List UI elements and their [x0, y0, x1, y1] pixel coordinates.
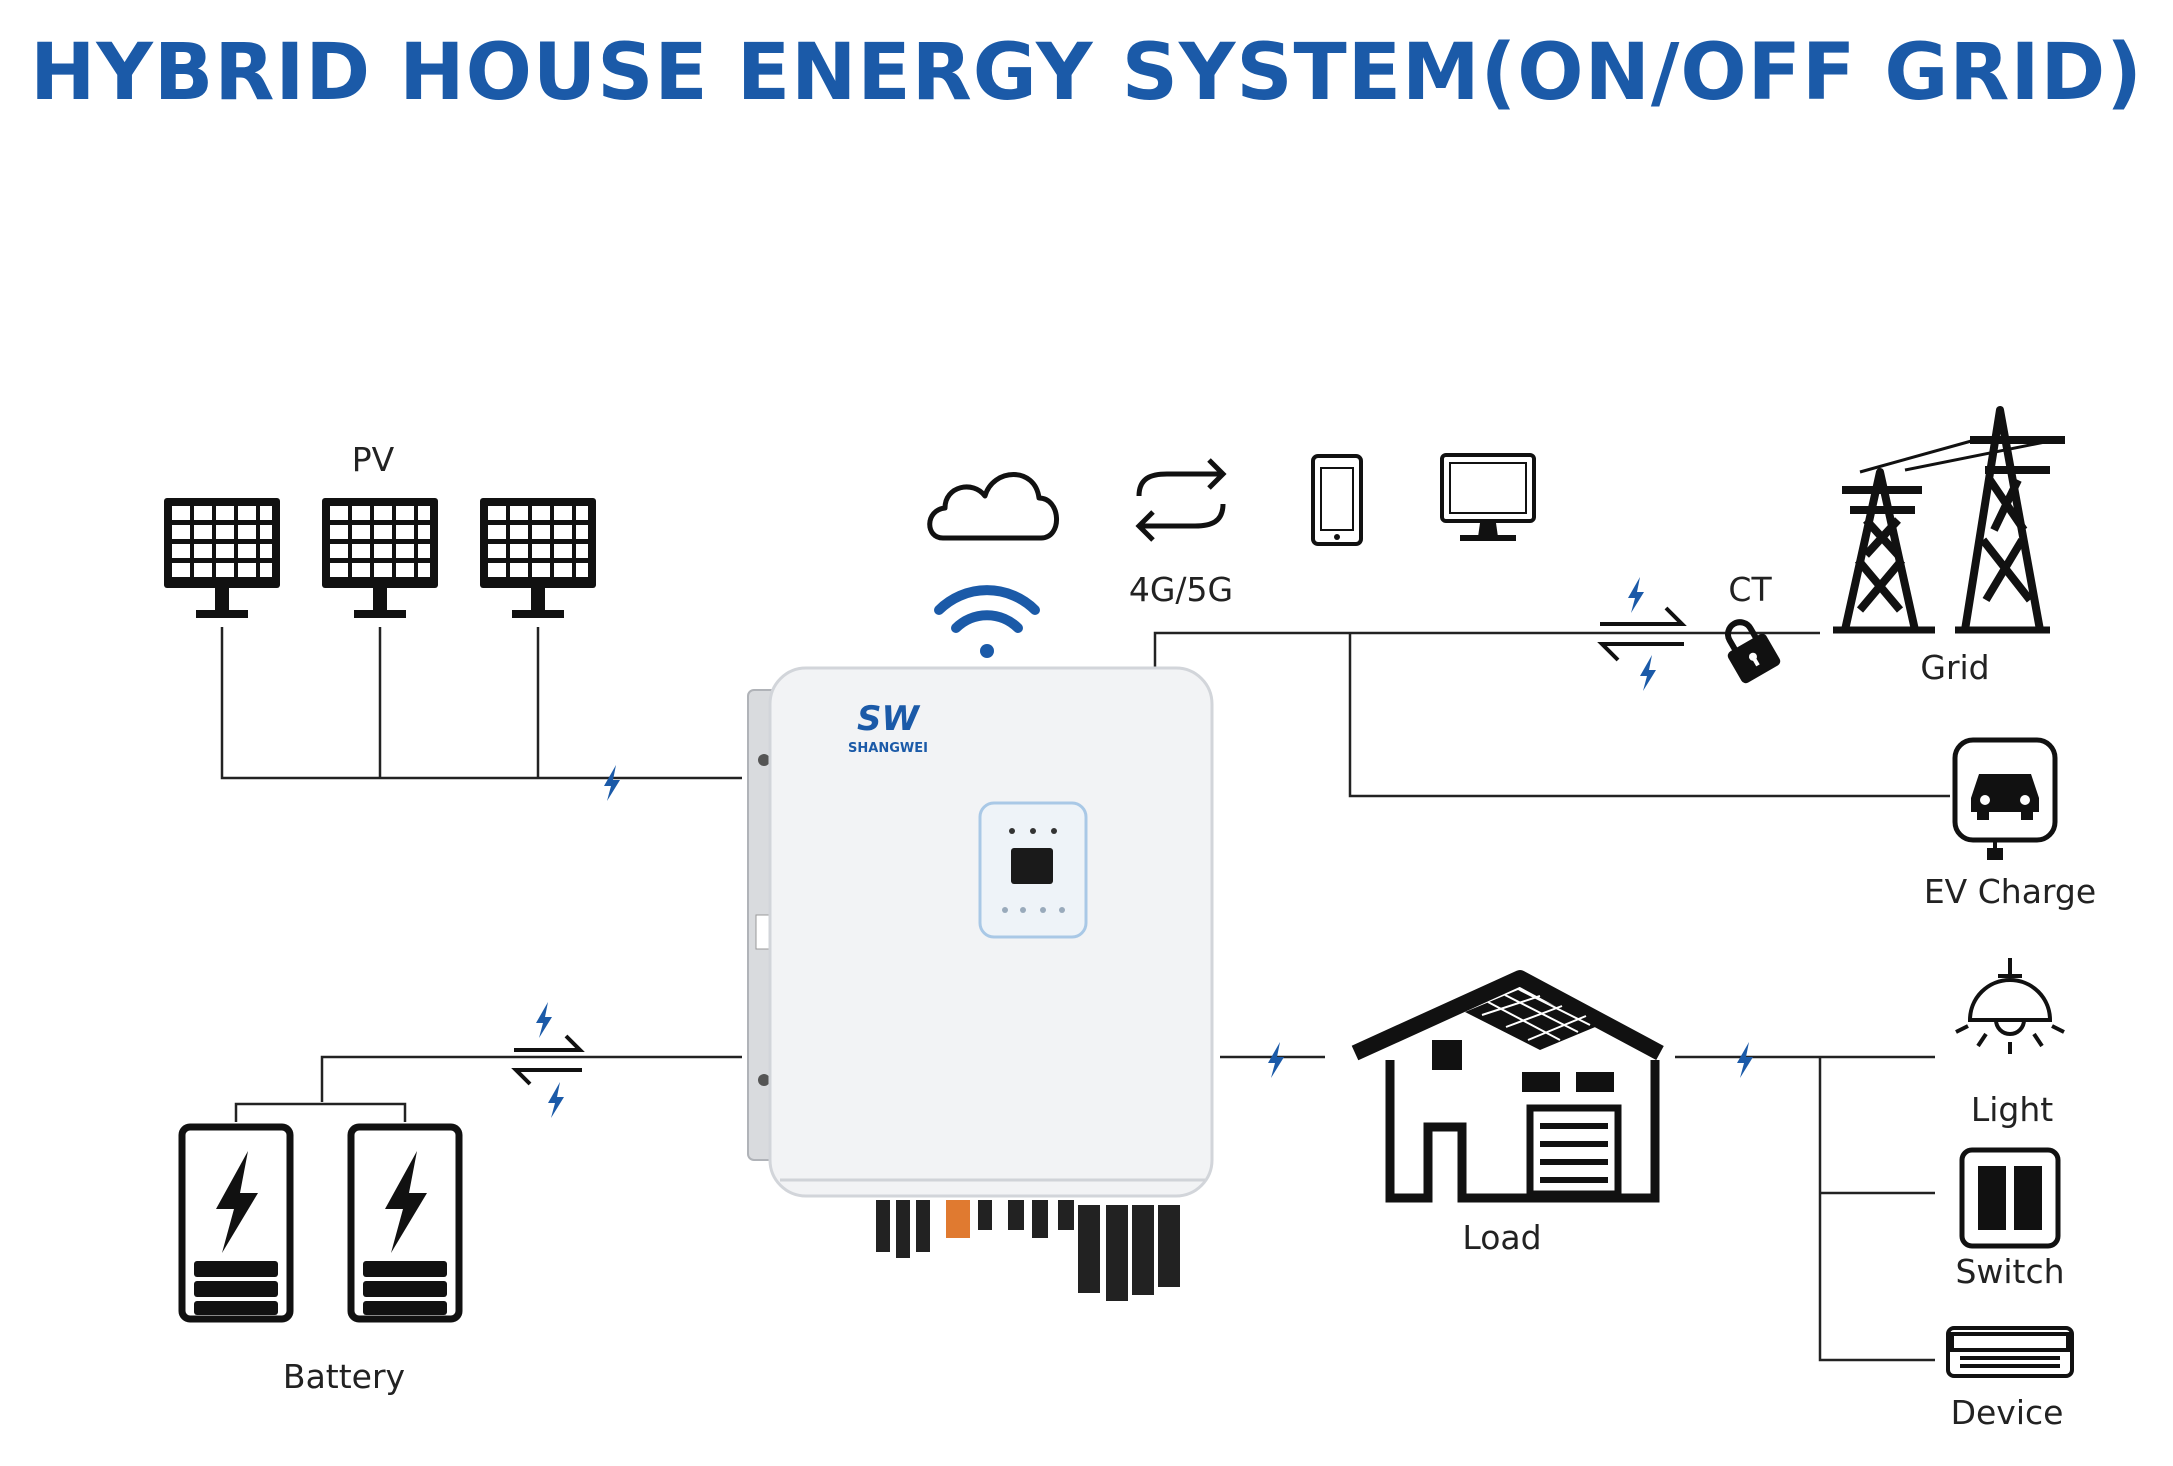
bolt-icon	[1628, 577, 1644, 613]
monitor-icon	[1440, 453, 1536, 541]
bolt-icon	[1737, 1042, 1753, 1078]
solar-panel-icon	[480, 498, 596, 618]
battery-label: Battery	[282, 1357, 406, 1396]
battery-icon	[351, 1127, 459, 1319]
switch-icon	[1959, 1147, 2061, 1249]
battery-icon	[182, 1127, 290, 1319]
bolt-icon	[548, 1082, 564, 1118]
network-label: 4G/5G	[1128, 570, 1234, 609]
ct-label: CT	[1728, 570, 1772, 609]
ev-charge-label: EV Charge	[1923, 872, 2097, 911]
smartphone-icon	[1311, 454, 1363, 546]
hybrid-inverter: SW	[747, 666, 1214, 1301]
load-label: Load	[1462, 1218, 1542, 1257]
inverter-brand: SHANGWEI	[848, 741, 928, 756]
svg-text:SW: SW	[857, 699, 920, 739]
solar-panel-icon	[322, 498, 438, 618]
switch-label: Switch	[1955, 1252, 2065, 1291]
bolt-icon	[536, 1002, 552, 1038]
lamp-icon	[1955, 958, 2065, 1054]
light-label: Light	[1970, 1090, 2054, 1129]
bolt-icon	[1268, 1042, 1284, 1078]
sync-arrows-icon	[1135, 458, 1227, 542]
bolt-icon	[604, 765, 620, 801]
diagram-title: HYBRID HOUSE ENERGY SYSTEM(ON/OFF GRID)	[30, 28, 2143, 118]
device-label: Device	[1950, 1393, 2064, 1432]
ev-charger-icon	[1952, 737, 2058, 860]
cloud-icon	[927, 472, 1059, 541]
bidirectional-arrows-icon	[511, 1034, 585, 1086]
house-icon	[1351, 970, 1664, 1203]
bidirectional-arrows-icon	[1597, 606, 1687, 662]
solar-panel-icon	[164, 498, 280, 618]
bolt-icon	[1640, 655, 1656, 691]
power-tower-icon	[1833, 406, 2065, 634]
lock-icon	[1725, 619, 1781, 684]
grid-label: Grid	[1920, 648, 1990, 687]
wifi-icon	[934, 585, 1040, 658]
pv-label: PV	[351, 440, 395, 479]
air-conditioner-icon	[1946, 1326, 2074, 1378]
